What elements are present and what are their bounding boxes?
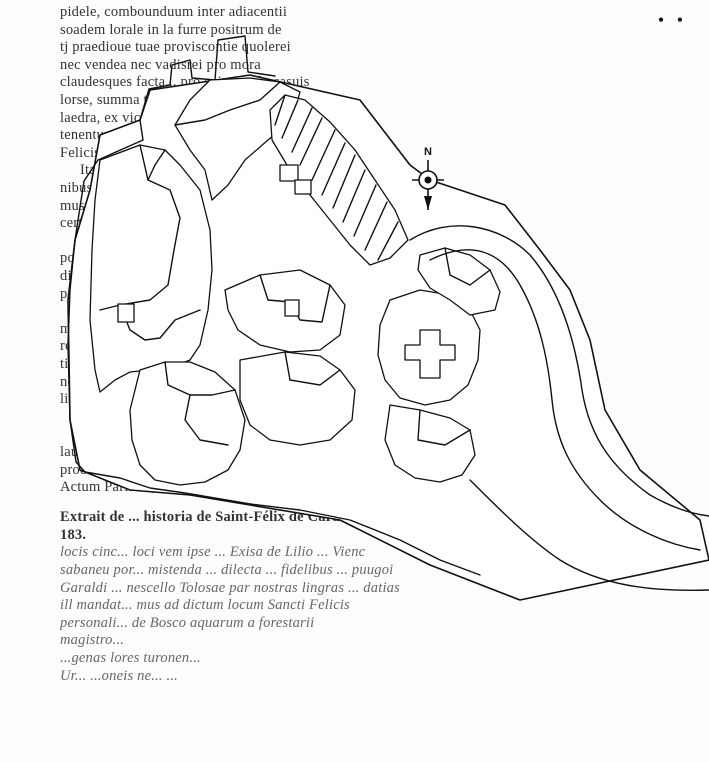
text-line: nec vendea nec vadisrei pro mora — [60, 56, 261, 73]
block-west-inner-line — [99, 144, 181, 311]
plot-divider-8 — [342, 169, 366, 223]
street-east-outer-curve — [409, 225, 709, 517]
block-south-west-lines-2 — [184, 394, 229, 446]
compass-north-label: N — [424, 146, 432, 158]
text-line: pidele, combounduum inter adiacentii — [60, 4, 288, 20]
block-east-upper — [417, 247, 501, 316]
plot-small-1 — [279, 164, 299, 182]
corner-mark: • • — [657, 10, 687, 30]
block-center-west — [174, 77, 301, 201]
plot-divider-1 — [274, 94, 286, 126]
street-south-boundary — [249, 503, 481, 576]
plot-divider-11 — [377, 221, 399, 261]
street-south-west — [84, 471, 251, 505]
text-line: Ur... ...oneis ne... ... — [60, 667, 178, 684]
block-south-center-line — [284, 351, 341, 386]
street-east-inner-curve — [429, 249, 701, 551]
block-east-upper-lines — [444, 247, 491, 286]
plot-divider-7 — [332, 154, 356, 209]
text-line: locis cinc... loci vem ipse ... Exisa de… — [60, 544, 366, 561]
plot-divider-5 — [311, 129, 336, 181]
plot-divider-3 — [291, 107, 313, 153]
block-south-east — [384, 404, 476, 483]
small-square-west — [117, 303, 135, 323]
text-line: personali... de Bosco aquarum a forestar… — [60, 614, 315, 631]
plot-small-2 — [294, 179, 312, 195]
text-line: ...genas lores turonen... — [60, 650, 201, 666]
plot-divider-10 — [364, 201, 388, 251]
plot-divider-9 — [353, 184, 377, 237]
block-south-east-lines — [417, 409, 471, 446]
text-line: ill mandat... mus ad dictum locum Sancti… — [60, 597, 350, 614]
block-south-center — [239, 351, 356, 446]
text-line: tj praedioue tuae proviscontie quolerei — [60, 39, 291, 56]
block-west-inner-line-2 — [147, 149, 166, 181]
street-north-boundary — [139, 35, 276, 121]
block-west-inner-line-3 — [119, 304, 201, 341]
text-line: soadem lorale in la furre positrum de — [60, 21, 282, 38]
plot-divider-2 — [281, 99, 299, 139]
plot-divider-4 — [299, 117, 323, 166]
church-cross-plan — [404, 329, 456, 379]
text-line: Garaldi ... nescello Tolosae par nostras… — [60, 579, 400, 596]
block-center-west-line — [174, 81, 281, 126]
text-line: magistro... — [60, 632, 125, 649]
street-east-south — [469, 479, 709, 591]
north-arrow-icon — [412, 160, 444, 210]
text-line: sabaneu por... mistenda ... dilecta ... … — [60, 562, 394, 578]
street-west-boundary — [67, 119, 144, 473]
tower-square — [284, 299, 300, 317]
plot-divider-6 — [321, 142, 346, 196]
text-line: 183. — [60, 526, 87, 543]
